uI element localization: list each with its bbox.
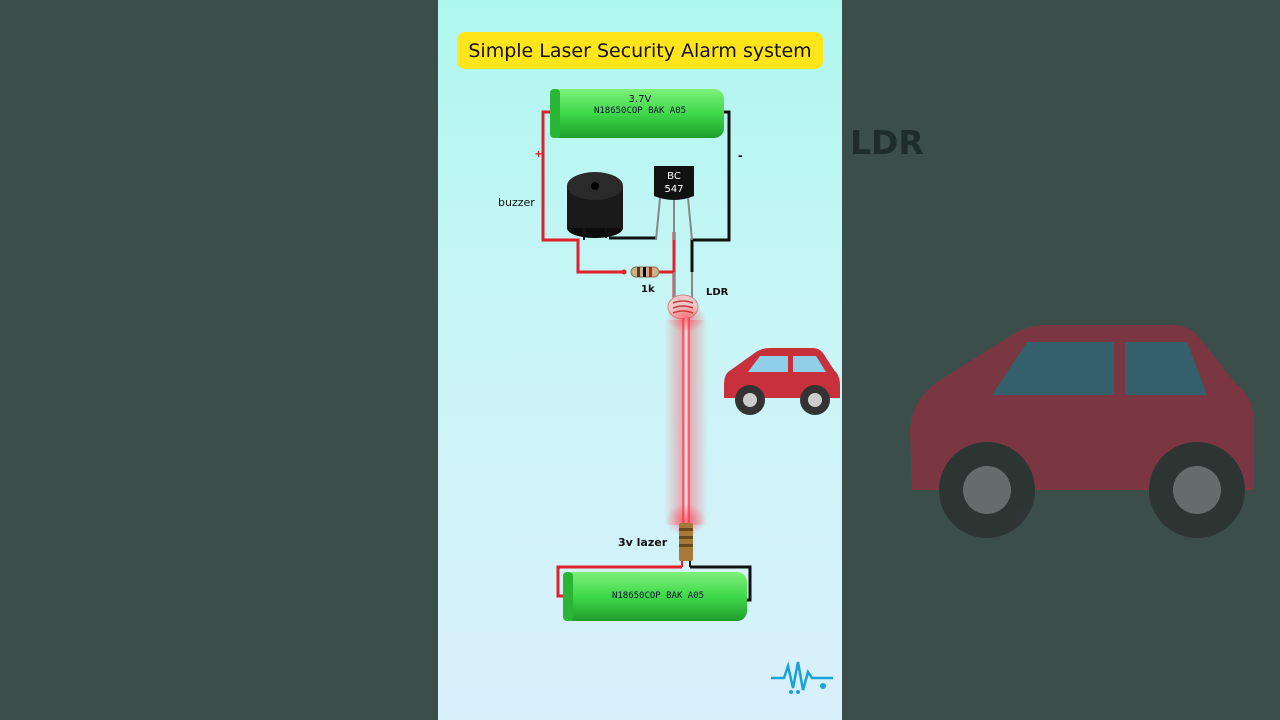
buzzer-label: buzzer — [498, 196, 535, 209]
background-ldr-text: LDR — [850, 123, 924, 162]
transistor-line1: BC — [667, 171, 681, 182]
background-car-icon — [910, 325, 1254, 538]
resistor-label: 1k — [641, 284, 655, 295]
battery-bottom-icon: N18650COP BAK A05 — [563, 572, 747, 621]
battery-bottom-model: N18650COP BAK A05 — [612, 591, 704, 601]
transistor-icon: BC 547 — [654, 166, 694, 241]
battery-top-model: N18650COP BAK A05 — [594, 106, 686, 116]
right-blur-background: LDR — [842, 0, 1280, 720]
laser-label: 3v lazer — [618, 536, 668, 549]
left-blur-background — [0, 0, 438, 720]
ldr-label: LDR — [706, 287, 729, 298]
circuit-panel: Simple Laser Security Alarm system 3.7 — [438, 0, 842, 720]
laser-icon — [679, 523, 693, 567]
car-icon — [724, 348, 840, 415]
title-banner: Simple Laser Security Alarm system — [457, 32, 823, 69]
page-title: Simple Laser Security Alarm system — [468, 40, 812, 62]
battery-top-icon: 3.7V N18650COP BAK A05 — [550, 89, 724, 138]
plus-label: + — [535, 147, 542, 161]
negative-wire — [609, 110, 731, 272]
buzzer-icon — [567, 172, 623, 240]
resistor-icon — [630, 266, 660, 278]
circuit-diagram: 3.7V N18650COP BAK A05 + - buzzer — [498, 89, 840, 694]
battery-top-voltage: 3.7V — [629, 94, 652, 105]
waveform-logo-icon — [771, 661, 833, 694]
minus-label: - — [738, 147, 743, 163]
laser-beam — [664, 304, 708, 536]
transistor-line2: 547 — [664, 184, 683, 195]
